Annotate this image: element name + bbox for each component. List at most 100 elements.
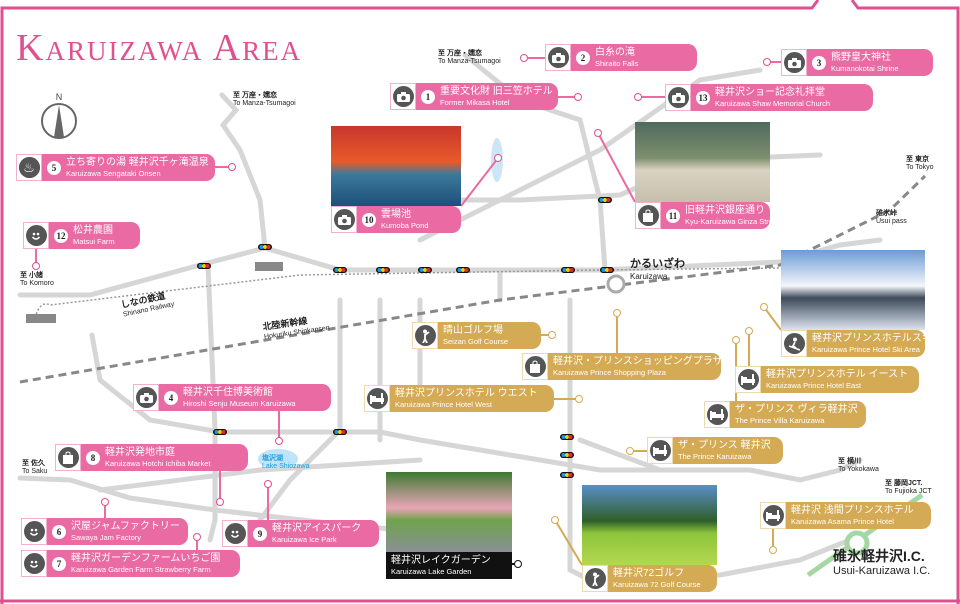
label-jp: 碓氷峠 [876,210,897,217]
spot-number: 5 [47,160,61,175]
spot-name-en: Seizan Golf Course [443,336,509,346]
spot-name-jp: 軽井沢千住博美術館 [183,386,273,398]
shopping-bag-icon [524,356,546,377]
icon-box: ♨ [16,154,42,181]
spot-name-jp: 旧軽井沢銀座通り [685,204,765,216]
pin-connector [763,306,782,331]
icon-box [364,385,390,412]
label-jp: 至 佐久 [22,460,45,467]
spot-name-jp: 軽井沢ガーデンファームいちご園 [71,552,221,564]
location-pin[interactable] [551,516,559,524]
location-pin[interactable] [745,327,753,335]
location-pin[interactable] [101,498,109,506]
location-pin[interactable] [275,437,283,445]
spot-name-en: Hiroshi Senju Museum Karuizawa [183,398,296,408]
location-pin[interactable] [732,336,740,344]
spot-photo [331,126,461,206]
label-jp: 至 横川 [838,458,861,465]
label-jp: 至 万座・嬬恋 [438,50,482,57]
location-pin[interactable] [574,93,582,101]
location-pin[interactable] [763,58,771,66]
spot-name-jp: 軽井沢プリンスホテルスキー場 [812,332,952,344]
label-jp: 至 万座・嬬恋 [233,92,277,99]
traffic-signal-icon [561,267,575,273]
location-pin[interactable] [626,447,634,455]
spot-number: 3 [812,55,826,70]
spot-name-en: Karuizawa 72 Golf Course [613,579,701,589]
location-pin[interactable] [193,533,201,541]
traffic-signal-icon [333,429,347,435]
smile-icon [23,553,45,574]
traffic-signal-icon [560,472,574,478]
label-jp: 塩沢湖 [262,455,283,462]
location-pin[interactable] [575,395,583,403]
location-pin[interactable] [514,560,522,568]
spot-name-jp: 沢屋ジャムファクトリー [71,520,180,532]
location-pin[interactable] [594,129,602,137]
spot-photo [781,250,925,330]
hotel-icon [706,404,728,425]
icon-box [781,49,807,76]
spot-name-jp: 軽井沢レイクガーデン [391,554,491,566]
spot-name-en: Karuizawa Shaw Memorial Church [715,98,831,108]
spot-name-en: Karuizawa Garden Farm Strawberry Farm [71,564,211,574]
traffic-signal-icon [598,197,612,203]
spot-number: 4 [164,390,178,405]
location-pin[interactable] [264,480,272,488]
location-pin[interactable] [634,93,642,101]
location-pin[interactable] [760,303,768,311]
spot-name-jp: 軽井沢アイスパーク [272,522,362,534]
spot-name-jp: 軽井沢ショー記念礼拝堂 [715,86,825,98]
map-title: Karuizawa Area [16,27,303,69]
location-pin[interactable] [613,309,621,317]
spot-photo [635,122,770,202]
icon-box [222,520,248,547]
spot-name-en: Karuizawa Sengataki Onsen [66,168,161,178]
location-pin[interactable] [494,154,502,162]
label-en: Usui pass [876,218,907,225]
spot-name-jp: 雲場池 [381,208,411,220]
traffic-signal-icon [418,267,432,273]
label-en: Lake Shiozawa [262,463,310,470]
icon-box [582,565,608,592]
location-pin[interactable] [520,54,528,62]
location-pin[interactable] [548,331,556,339]
spot-name-en: Sawaya Jam Factory [71,532,142,542]
spot-name-jp: ザ・プリンス 軽井沢 [678,439,771,451]
spot-name-en: The Prince Villa Karuizawa [735,415,825,425]
spot-name-en: The Prince Karuizawa [678,451,752,461]
location-pin[interactable] [228,163,236,171]
location-pin[interactable] [32,262,40,270]
location-pin[interactable] [216,498,224,506]
spot-name-en: Karuizawa Lake Garden [391,566,472,576]
location-pin[interactable] [769,546,777,554]
